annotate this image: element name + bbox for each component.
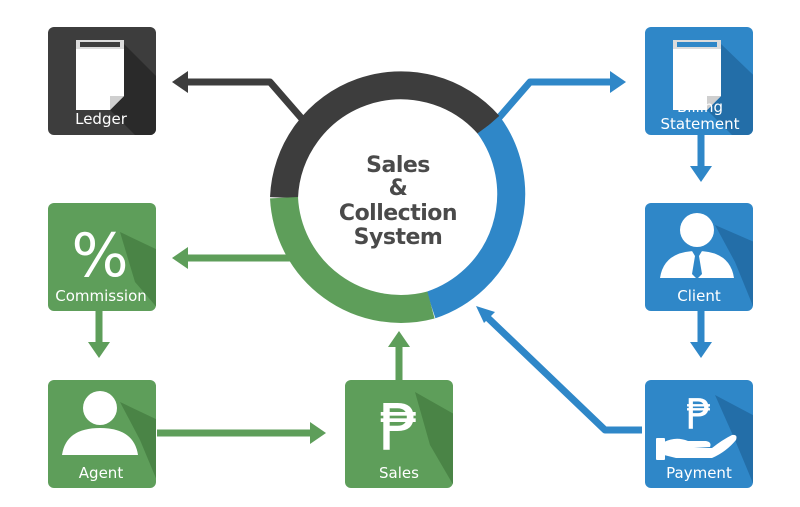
node-sales[interactable]: ₱ Sales — [345, 380, 500, 488]
center-title-line-2: & — [389, 176, 408, 201]
arrow-client-to-payment — [690, 310, 712, 358]
ring-segment-dark — [270, 71, 500, 199]
arrow-to-billing — [487, 71, 626, 131]
arrows — [88, 71, 712, 444]
ring-segment-blue — [426, 116, 526, 319]
sales-label: Sales — [379, 464, 419, 482]
peso-icon: ₱ — [686, 390, 713, 439]
arrow-to-ledger — [172, 71, 313, 131]
payment-label: Payment — [666, 464, 732, 482]
ledger-label: Ledger — [75, 110, 128, 128]
node-client[interactable]: Client — [645, 203, 800, 311]
center-title-line-3: Collection — [339, 201, 457, 226]
billing-label-line-2: Statement — [661, 115, 740, 133]
billing-label-line-1: Billing — [677, 98, 723, 116]
document-icon — [76, 40, 124, 110]
arrow-payment-to-system — [476, 306, 642, 434]
node-commission[interactable]: % Commission — [48, 203, 200, 311]
arrow-sales-to-system — [388, 331, 410, 380]
agent-label: Agent — [79, 464, 124, 482]
commission-label: Commission — [55, 287, 147, 305]
document-icon — [673, 40, 721, 110]
arrow-to-commission — [172, 247, 300, 269]
peso-icon: ₱ — [379, 392, 420, 466]
node-payment[interactable]: ₱ Payment — [645, 380, 800, 488]
system-ring: Sales & Collection System — [270, 71, 526, 323]
center-title-line-4: System — [354, 225, 443, 250]
node-ledger[interactable]: Ledger — [48, 27, 220, 172]
arrow-agent-to-sales — [157, 422, 326, 444]
node-agent[interactable]: Agent — [48, 380, 200, 488]
arrow-billing-to-client — [690, 134, 712, 182]
node-billing-statement[interactable]: Billing Statement — [645, 27, 800, 156]
center-title-line-1: Sales — [366, 153, 430, 178]
person-icon — [62, 391, 138, 455]
person-tie-icon — [660, 213, 734, 279]
arrow-commission-to-agent — [88, 310, 110, 358]
ring-segment-green — [270, 196, 435, 323]
percent-icon: % — [71, 221, 128, 291]
hand-icon — [656, 434, 737, 460]
client-label: Client — [677, 287, 721, 305]
